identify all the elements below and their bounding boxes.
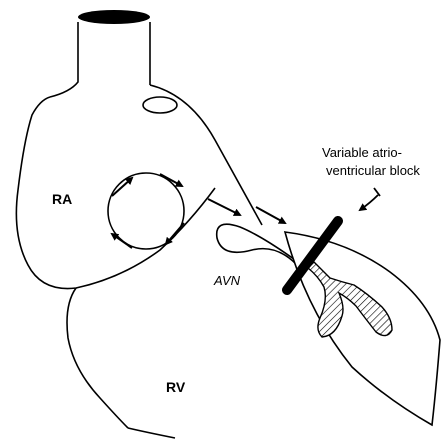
superior-vena-cava	[50, 10, 150, 97]
label-block-line1: Variable atrio-	[322, 145, 402, 160]
label-block-line2: ventricular block	[326, 163, 420, 178]
right-ventricle-outline	[67, 288, 175, 438]
reentry-arrow-2	[160, 174, 182, 186]
coronary-sinus-ostium	[143, 97, 177, 113]
label-avn: AVN	[213, 273, 241, 288]
block-pointer-arrow	[360, 195, 378, 210]
av-node	[217, 224, 298, 264]
conduction-arrow-1	[208, 199, 240, 215]
reentry-circuit	[108, 173, 184, 249]
reentry-arrow-4	[112, 234, 132, 248]
label-rv: RV	[166, 379, 186, 395]
right-atrium-outline	[16, 85, 262, 289]
vena-cava-opening	[78, 10, 150, 24]
label-ra: RA	[52, 191, 72, 207]
reentry-arrow-3	[166, 223, 184, 244]
